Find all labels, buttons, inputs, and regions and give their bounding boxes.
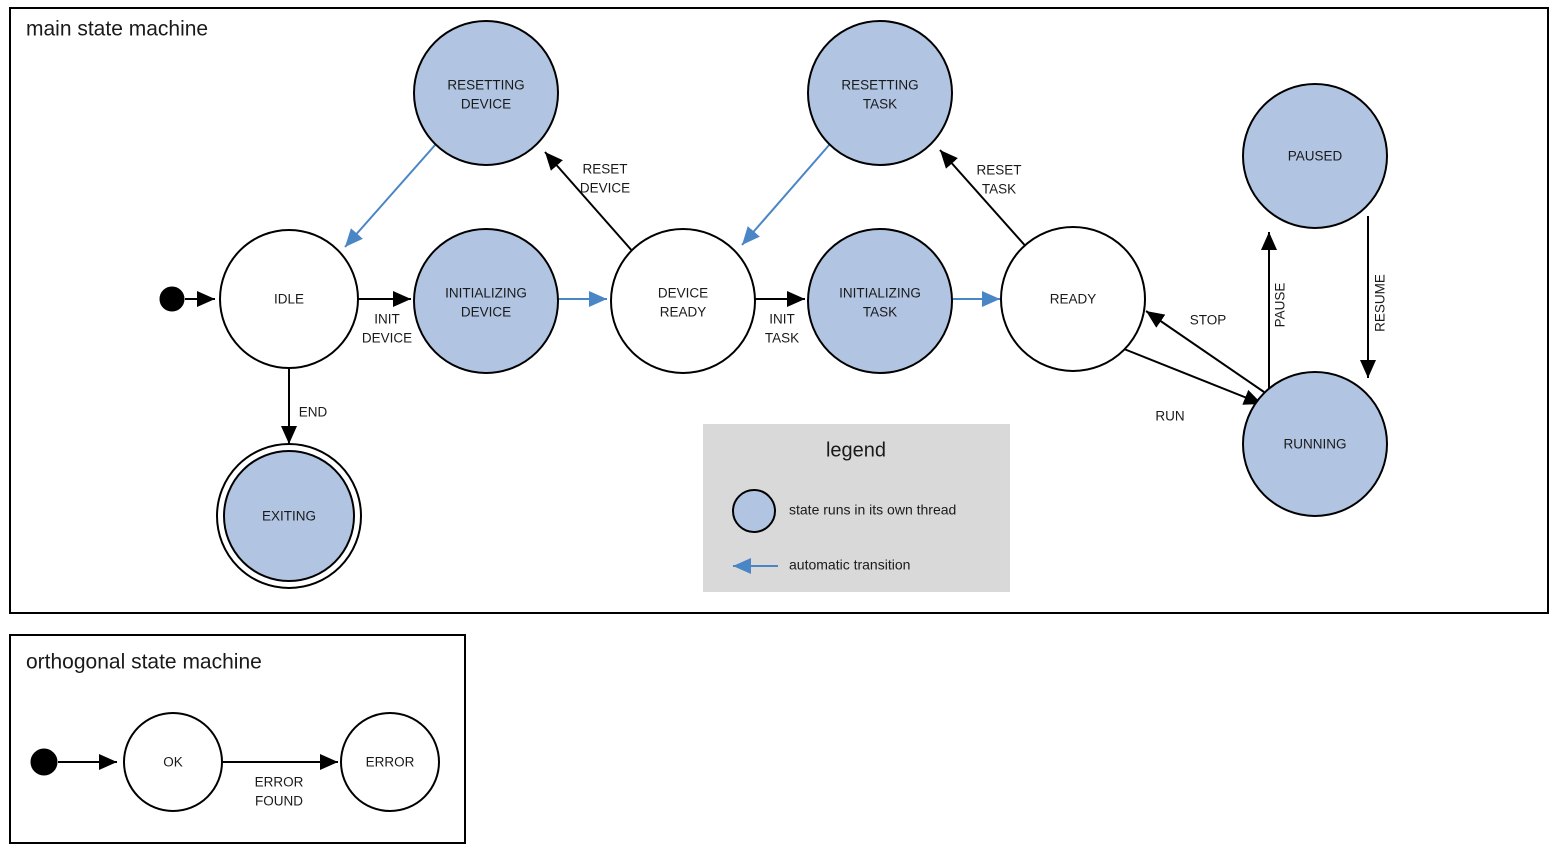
transition-label-line1: RESET: [582, 162, 627, 177]
transition-label-line1: PAUSE: [1273, 283, 1288, 328]
transition-running-to-paused: PAUSE: [1261, 232, 1288, 392]
transition-device-ready-to-resetting-device: RESET DEVICE: [544, 151, 635, 254]
state-label-line2: READY: [660, 305, 707, 320]
transition-label-line1: INIT: [374, 312, 400, 327]
transition-label-line2: TASK: [982, 182, 1016, 197]
transition-ready-to-running: RUN: [1123, 348, 1263, 424]
transition-label-line1: STOP: [1190, 313, 1227, 328]
state-initializing-task: INITIALIZING TASK: [807, 228, 953, 374]
transition-label-line1: ERROR: [255, 775, 304, 790]
transition-ok-to-error: ERROR FOUND: [220, 754, 338, 809]
transition-label-line1: INIT: [769, 312, 795, 327]
state-label: OK: [163, 755, 183, 770]
state-circle: [340, 712, 440, 812]
orthogonal-state-machine-box: orthogonal state machine ERROR FOUND OK …: [9, 634, 466, 844]
state-label: IDLE: [274, 292, 304, 307]
state-circle: [1242, 371, 1388, 517]
state-circle: [413, 228, 559, 374]
transition-idle-to-exiting: END: [281, 368, 328, 444]
transition-label-line2: TASK: [765, 331, 799, 346]
state-circle: [1242, 83, 1388, 229]
state-idle: IDLE: [219, 229, 359, 369]
initial-state-dot: [30, 748, 58, 776]
transition-line-auto: [741, 143, 831, 246]
state-label-line1: RESETTING: [841, 78, 918, 93]
legend-title: legend: [826, 439, 886, 461]
state-label-line2: DEVICE: [461, 305, 511, 320]
state-initializing-device: INITIALIZING DEVICE: [413, 228, 559, 374]
transition-label-line2: DEVICE: [362, 331, 412, 346]
legend-item-automatic-transition: automatic transition: [733, 557, 910, 574]
state-label-line1: DEVICE: [658, 286, 708, 301]
state-label-line2: TASK: [863, 97, 897, 112]
transition-ready-to-resetting-task: RESET TASK: [939, 149, 1030, 251]
transition-label-line1: END: [299, 405, 328, 420]
state-label: PAUSED: [1288, 149, 1343, 164]
state-circle: [223, 450, 355, 582]
transition-label-line1: RESUME: [1373, 274, 1388, 332]
state-start-ortho: [30, 748, 58, 776]
transition-label-line2: FOUND: [255, 794, 303, 809]
transition-line: [1123, 348, 1263, 405]
state-resetting-task: RESETTING TASK: [807, 20, 953, 166]
transition-resetting-task-to-device-ready: [741, 143, 831, 246]
transition-label-line1: RUN: [1155, 409, 1184, 424]
legend: legend state runs in its own thread auto…: [703, 424, 1010, 592]
legend-item-label: state runs in its own thread: [789, 502, 956, 518]
transition-device-ready-to-initializing-task: INIT TASK: [754, 291, 805, 346]
orthogonal-box-title: orthogonal state machine: [26, 651, 262, 674]
legend-item-label: automatic transition: [789, 557, 910, 573]
transition-line-auto: [344, 143, 437, 248]
transition-running-to-ready: STOP: [1145, 310, 1265, 393]
transition-resetting-device-to-idle: [344, 143, 437, 248]
state-ready: READY: [1000, 226, 1146, 372]
transition-paused-to-running: RESUME: [1360, 216, 1388, 378]
state-running: RUNNING: [1242, 371, 1388, 517]
transition-line: [939, 149, 1030, 251]
state-label: RUNNING: [1284, 437, 1347, 452]
state-label-line2: DEVICE: [461, 97, 511, 112]
state-label: EXITING: [262, 509, 316, 524]
state-label-line2: TASK: [863, 305, 897, 320]
transition-idle-to-initializing-device: INIT DEVICE: [358, 291, 412, 346]
transition-line: [1145, 310, 1265, 393]
state-exiting: EXITING: [216, 443, 362, 589]
state-label-line1: INITIALIZING: [445, 286, 527, 301]
state-start-main: [159, 286, 185, 312]
state-circle: [413, 20, 559, 166]
state-circle: [219, 229, 359, 369]
state-device-ready: DEVICE READY: [610, 228, 756, 374]
state-error: ERROR: [340, 712, 440, 812]
legend-item-thread-state: state runs in its own thread: [732, 489, 956, 533]
state-label: READY: [1050, 292, 1097, 307]
state-resetting-device: RESETTING DEVICE: [413, 20, 559, 166]
state-circle: [610, 228, 756, 374]
transition-label-line1: RESET: [976, 163, 1021, 178]
state-circle: [807, 20, 953, 166]
transition-line: [544, 151, 635, 254]
state-paused: PAUSED: [1242, 83, 1388, 229]
state-label: ERROR: [366, 755, 415, 770]
state-circle: [807, 228, 953, 374]
main-box-title: main state machine: [26, 18, 208, 41]
state-label-line1: INITIALIZING: [839, 286, 921, 301]
legend-thread-state-icon: [732, 489, 776, 533]
state-circle: [1000, 226, 1146, 372]
state-label-line1: RESETTING: [447, 78, 524, 93]
state-ok: OK: [123, 712, 223, 812]
transition-label-line2: DEVICE: [580, 181, 630, 196]
initial-state-dot: [159, 286, 185, 312]
state-circle: [123, 712, 223, 812]
